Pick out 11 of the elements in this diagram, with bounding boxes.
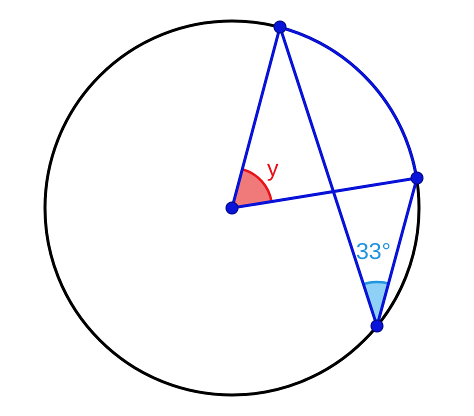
point-dot xyxy=(274,20,286,34)
point-dot xyxy=(410,172,424,184)
angle-label: 33° xyxy=(356,240,391,263)
point-dot xyxy=(370,320,384,332)
line-segment xyxy=(280,32,377,321)
point-dot xyxy=(226,202,238,214)
arc xyxy=(285,27,417,173)
angle-label: y xyxy=(267,157,278,180)
line-segment xyxy=(232,32,280,203)
line-segment xyxy=(377,183,417,321)
line-segment xyxy=(238,177,412,209)
